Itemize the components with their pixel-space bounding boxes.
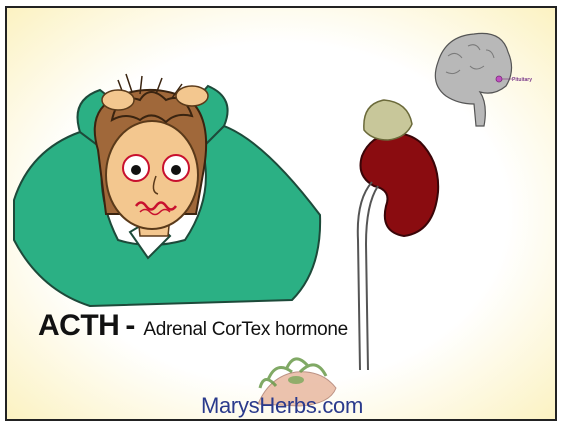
title-acronym: ACTH [38, 309, 119, 343]
pituitary-label: Pituitary [512, 77, 532, 83]
title-description: Adrenal CorTex hormone [143, 319, 348, 341]
slide-title: ACTH - Adrenal CorTex hormone [38, 309, 348, 343]
title-dash: - [125, 309, 135, 343]
watermark: MarysHerbs.com [0, 393, 564, 419]
